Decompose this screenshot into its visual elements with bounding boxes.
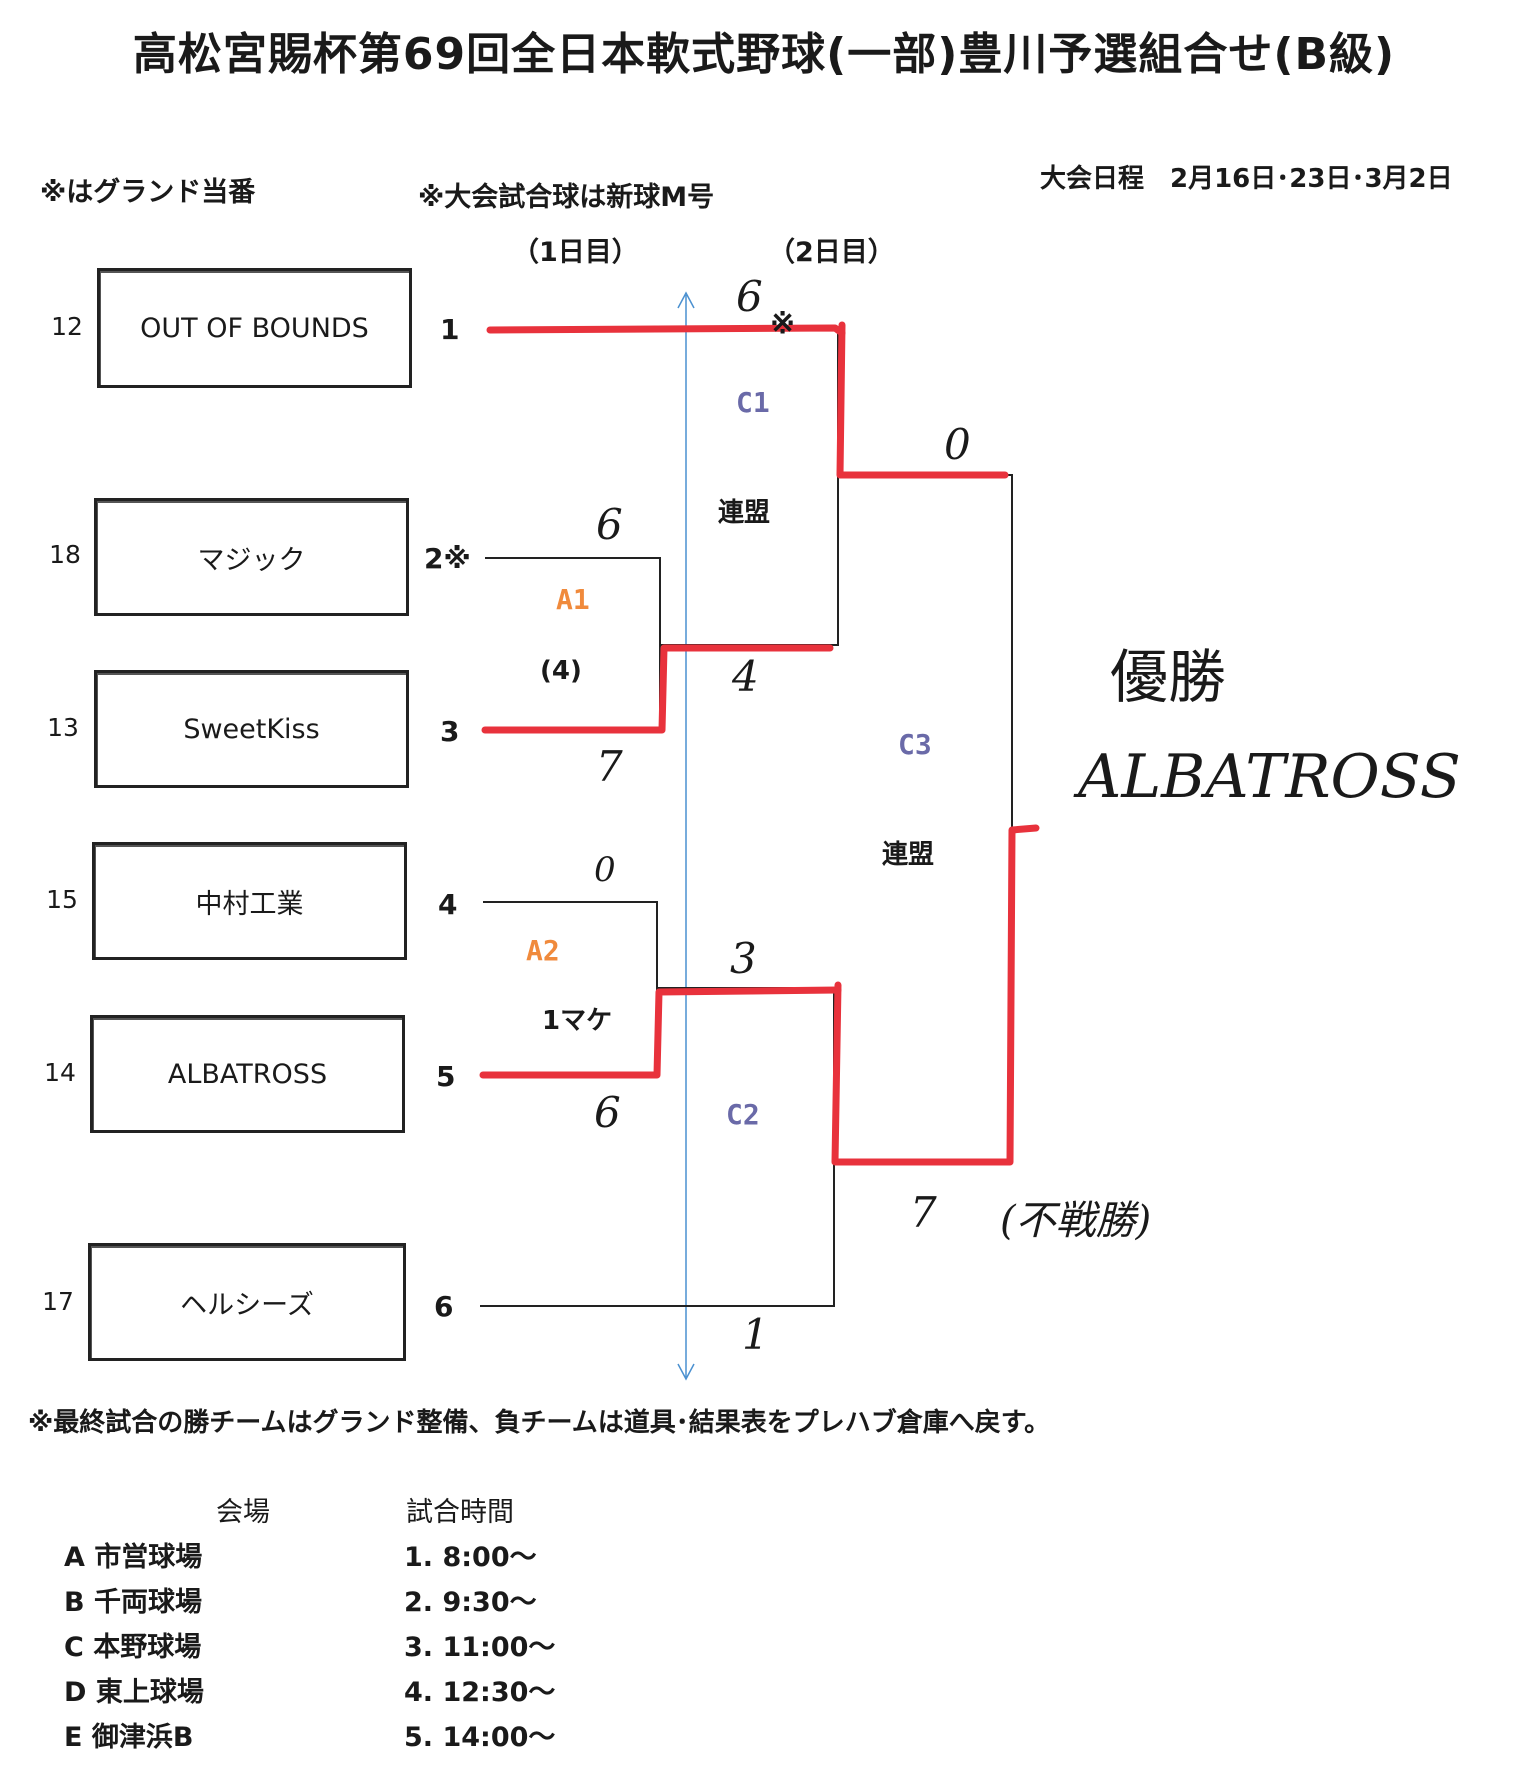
score-c2-bottom: 1	[742, 1310, 769, 1359]
score-c1-top: 6	[736, 272, 763, 321]
venue-code: B	[64, 1587, 85, 1618]
day2-label: （2日目）	[768, 237, 895, 268]
game-c3-label: C3	[898, 728, 932, 761]
venue-row: B 千両球場	[64, 1580, 202, 1619]
team-box: SweetKiss	[94, 670, 409, 788]
team-box: OUT OF BOUNDS	[97, 268, 412, 388]
venue-name: 本野球場	[93, 1632, 202, 1663]
venue-code: A	[64, 1542, 85, 1573]
game-a2-note: 1マケ	[542, 1006, 613, 1036]
game-a1-note: (4)	[540, 656, 582, 686]
venue-name: 千両球場	[94, 1587, 202, 1618]
page-title: 高松宮賜杯第69回全日本軟式野球(一部)豊川予選組合せ(B級)	[132, 29, 1396, 80]
champion-label: 優勝	[1110, 643, 1227, 711]
team-box: 中村工業	[92, 842, 407, 960]
score-c3-top: 0	[944, 420, 971, 469]
champion-name: ALBATROSS	[1078, 742, 1461, 812]
team-box: ALBATROSS	[90, 1015, 405, 1133]
time-slot: 5. 14:00～	[404, 1722, 556, 1753]
team-box: マジック	[94, 498, 409, 616]
score-a2-top: 0	[594, 850, 616, 890]
slot-number: 6	[434, 1290, 454, 1323]
ground-duty-note: ※はグランド当番	[40, 177, 256, 208]
score-c2-top: 3	[730, 934, 757, 983]
slot-number: 2※	[424, 542, 471, 575]
score-a1-top: 6	[596, 500, 623, 549]
seed-number: 14	[44, 1058, 76, 1087]
tournament-schedule: 大会日程 2月16日･23日･3月2日	[1040, 164, 1453, 194]
game-c2-label: C2	[726, 1098, 760, 1131]
slot-number: 5	[436, 1060, 456, 1093]
team-box: ヘルシーズ	[88, 1243, 406, 1361]
game-c1-label: C1	[736, 386, 770, 419]
seed-number: 18	[49, 540, 81, 569]
venue-row: D 東上球場	[64, 1670, 204, 1709]
seed-number: 15	[46, 885, 78, 914]
game-c1-note: 連盟	[718, 498, 771, 528]
score-a1-bottom: 7	[596, 742, 623, 791]
score-c3-bottom: 7	[910, 1188, 937, 1237]
game-c3-note: 連盟	[882, 840, 935, 870]
venue-row: A 市営球場	[64, 1535, 202, 1574]
slot-number: 4	[438, 888, 458, 921]
seed-number: 17	[42, 1287, 74, 1316]
time-slot: 1. 8:00～	[404, 1542, 537, 1573]
slot-number: 3	[440, 715, 460, 748]
venue-row: C 本野球場	[64, 1625, 201, 1664]
venue-code: D	[64, 1677, 87, 1708]
ball-note: ※大会試合球は新球M号	[418, 182, 715, 213]
venue-code: E	[64, 1722, 83, 1753]
venue-header: 会場	[216, 1497, 270, 1528]
time-header: 試合時間	[406, 1497, 514, 1528]
venue-name: 御津浜B	[91, 1722, 194, 1753]
seed-number: 13	[47, 713, 79, 742]
game-a2-label: A2	[526, 934, 560, 967]
time-slot: 2. 9:30～	[404, 1587, 537, 1618]
forfeit-note: (不戦勝)	[1000, 1198, 1152, 1244]
venue-code: C	[64, 1632, 84, 1663]
slot-number: 1	[440, 313, 460, 346]
time-slot: 3. 11:00～	[404, 1632, 556, 1663]
time-slot: 4. 12:30～	[404, 1677, 556, 1708]
venue-name: 東上球場	[95, 1677, 204, 1708]
score-a2-bottom: 6	[594, 1088, 621, 1137]
seed-number: 12	[51, 312, 83, 341]
score-c1-bottom: 4	[732, 652, 759, 701]
venue-name: 市営球場	[94, 1542, 203, 1573]
day1-label: （1日目）	[512, 237, 639, 268]
final-game-note: ※最終試合の勝チームはグランド整備、負チームは道具･結果表をプレハブ倉庫へ戻す。	[28, 1408, 1051, 1438]
venue-row: E 御津浜B	[64, 1715, 193, 1754]
ground-duty-mark: ※	[770, 306, 796, 341]
game-a1-label: A1	[556, 583, 590, 616]
